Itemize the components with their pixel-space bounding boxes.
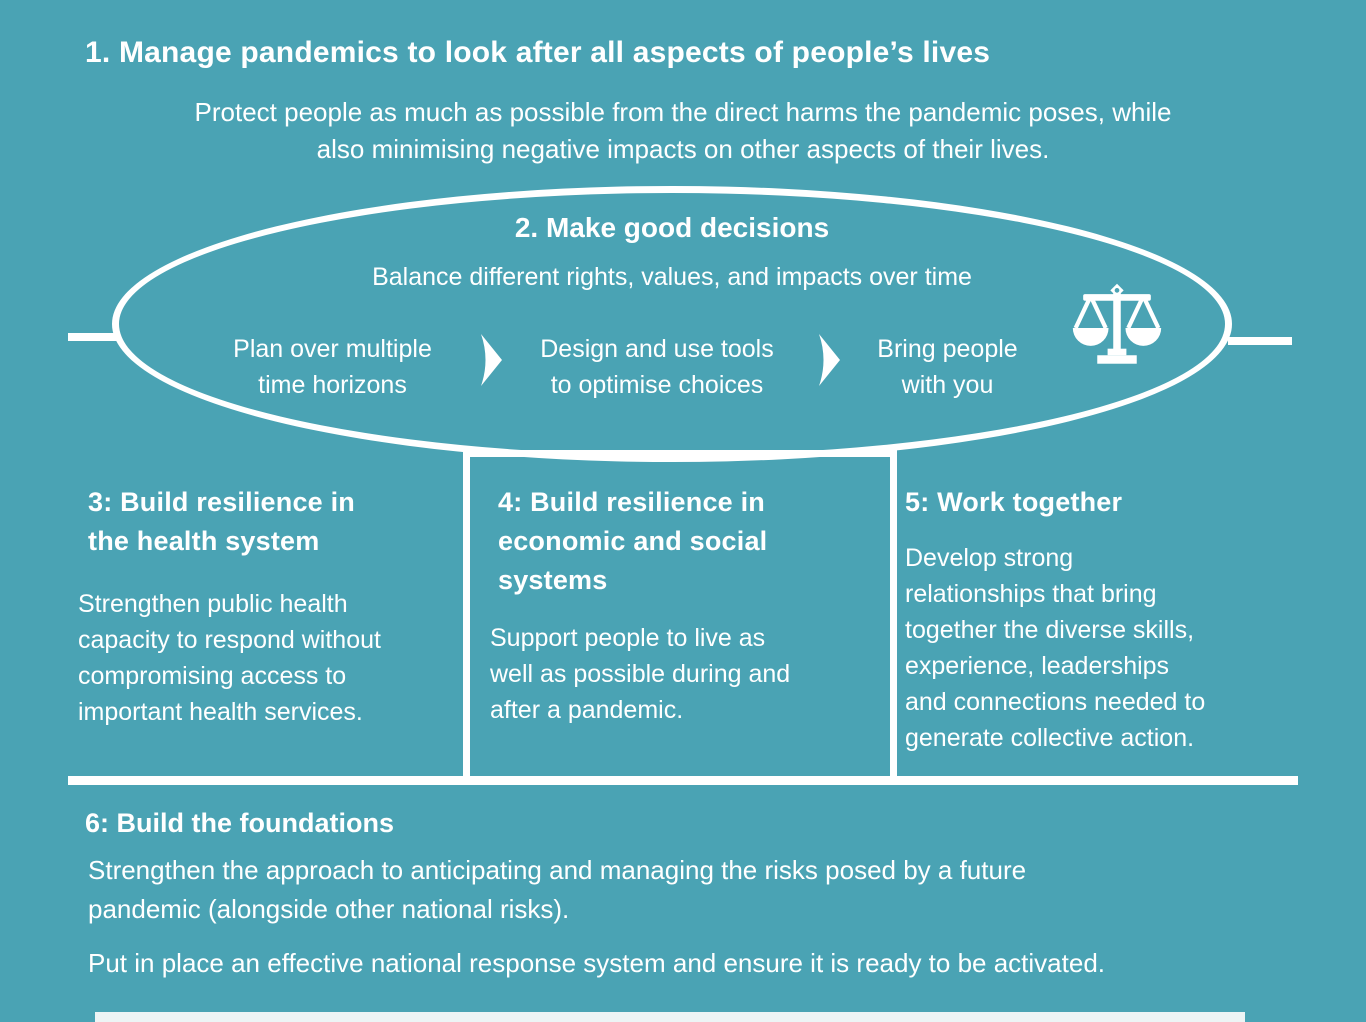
column-divider-left — [463, 450, 470, 780]
scales-of-justice-icon — [1070, 280, 1164, 376]
section1-title: 1. Manage pandemics to look after all as… — [85, 36, 991, 69]
arrow-right-icon — [480, 334, 502, 386]
column3-body: Strengthen public health capacity to res… — [78, 590, 381, 726]
column5-body: Develop strong relationships that bring … — [905, 544, 1206, 752]
bottom-edge-strip — [95, 1012, 1245, 1022]
section2-title: 2. Make good decisions — [514, 212, 830, 243]
section2-subtitle: Balance different rights, values, and im… — [372, 263, 972, 291]
section6-paragraph-1: Strengthen the approach to anticipating … — [88, 855, 1027, 924]
ellipse-left-tick-line — [68, 333, 118, 341]
column3-title: 3: Build resilience in the health system — [88, 487, 355, 556]
middle-column-top-border — [463, 450, 897, 457]
column5-title: 5: Work together — [905, 487, 1123, 517]
column-divider-right — [890, 450, 897, 780]
section1-subtitle: Protect people as much as possible from … — [194, 97, 1172, 164]
section6-paragraph-2: Put in place an effective national respo… — [88, 948, 1106, 978]
decisions-ellipse-outline — [112, 186, 1232, 462]
foundations-divider-line — [68, 776, 1298, 785]
step-design-and-use-tools: Design and use tools to optimise choices — [540, 335, 774, 399]
ellipse-right-tick-line — [1228, 337, 1292, 345]
column4-body: Support people to live as well as possib… — [490, 624, 791, 724]
step-plan-over-time-horizons: Plan over multiple time horizons — [233, 335, 432, 399]
arrow-right-icon — [818, 334, 840, 386]
section6-title: 6: Build the foundations — [85, 808, 394, 838]
step-bring-people-with-you: Bring people with you — [877, 335, 1018, 399]
column4-title: 4: Build resilience in economic and soci… — [498, 487, 768, 595]
